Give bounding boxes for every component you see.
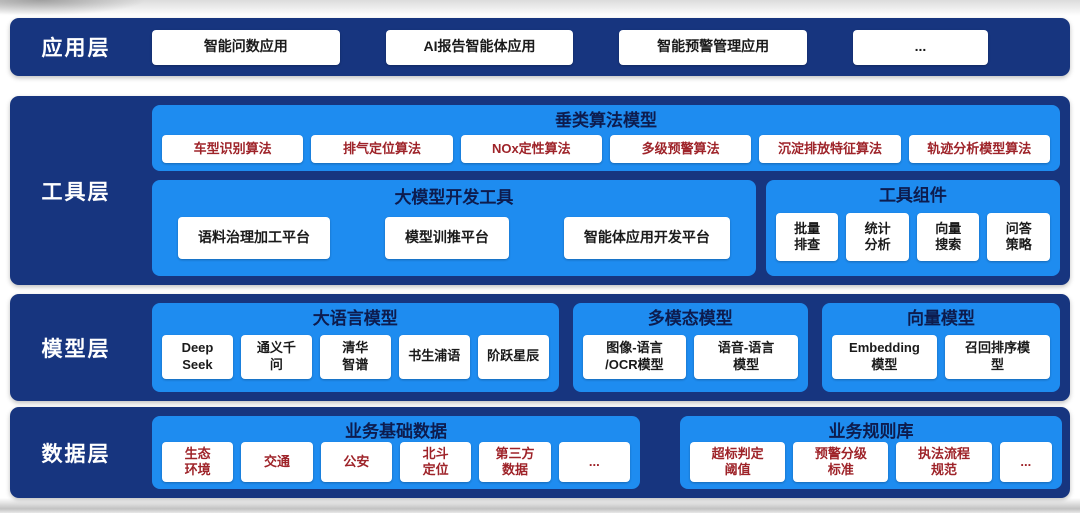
algo-box-trajectory-analysis: 轨迹分析模型算法 (908, 135, 1050, 163)
data-content: 业务基础数据 生态 环境 交通 公安 北斗 定位 第三方 数据 ... 业务规则… (142, 407, 1070, 498)
group-vector-models-title: 向量模型 (906, 309, 975, 328)
model-box-zhipu: 清华 智谱 (319, 334, 391, 379)
layer-application: 应用层 智能问数应用 AI报告智能体应用 智能预警管理应用 ... (10, 18, 1070, 76)
model-box-deepseek: Deep Seek (162, 334, 233, 379)
group-llm-dev-tools-title: 大模型开发工具 (394, 188, 514, 207)
layer-models-label: 模型层 (41, 337, 111, 361)
business-base-data-items: 生态 环境 交通 公安 北斗 定位 第三方 数据 ... (162, 442, 630, 482)
app-box-smart-qa: 智能问数应用 (152, 29, 340, 65)
llm-dev-tools-items: 语料治理加工平台 模型训推平台 智能体应用开发平台 (178, 208, 730, 268)
layer-models: 模型层 大语言模型 Deep Seek 通义千 问 清华 智谱 书生浦语 阶跃星… (10, 294, 1070, 401)
layer-data-label: 数据层 (41, 442, 111, 466)
llm-models-items: Deep Seek 通义千 问 清华 智谱 书生浦语 阶跃星辰 (162, 329, 549, 384)
model-box-speech-language: 语音-语言 模型 (694, 334, 798, 379)
group-llm-models-title: 大语言模型 (312, 309, 398, 328)
group-llm-models: 大语言模型 Deep Seek 通义千 问 清华 智谱 书生浦语 阶跃星辰 (152, 303, 559, 392)
group-tool-components: 工具组件 批量 排查 统计 分析 向量 搜索 问答 策略 (765, 180, 1060, 276)
group-business-rules-title: 业务规则库 (828, 422, 914, 441)
layer-data: 数据层 业务基础数据 生态 环境 交通 公安 北斗 定位 第三方 数据 ... … (10, 407, 1070, 498)
application-items: 智能问数应用 AI报告智能体应用 智能预警管理应用 ... (142, 18, 1070, 76)
group-business-base-data: 业务基础数据 生态 环境 交通 公安 北斗 定位 第三方 数据 ... (152, 416, 640, 489)
group-business-rules: 业务规则库 超标判定 阈值 预警分级 标准 执法流程 规范 ... (680, 416, 1062, 489)
algo-box-nox-qualitative: NOx定性算法 (460, 135, 602, 163)
component-box-vector-search: 向量 搜索 (916, 213, 980, 261)
component-box-qa-strategy: 问答 策略 (987, 213, 1051, 261)
data-box-ecology-env: 生态 环境 (162, 442, 234, 482)
group-vector-models: 向量模型 Embedding 模型 召回排序模 型 (821, 303, 1060, 392)
group-business-base-data-title: 业务基础数据 (345, 422, 447, 441)
layer-tools: 工具层 垂类算法模型 车型识别算法 排气定位算法 NOx定性算法 多级预警算法 … (10, 96, 1070, 285)
group-multimodal-models: 多模态模型 图像-语言 /OCR模型 语音-语言 模型 (572, 303, 808, 392)
group-multimodal-models-title: 多模态模型 (647, 309, 733, 328)
models-content: 大语言模型 Deep Seek 通义千 问 清华 智谱 书生浦语 阶跃星辰 多模… (142, 294, 1070, 401)
model-box-embedding: Embedding 模型 (831, 334, 937, 379)
model-box-stepfun: 阶跃星辰 (477, 334, 549, 379)
algo-box-exhaust-location: 排气定位算法 (311, 135, 453, 163)
rule-box-alert-grading: 预警分级 标准 (793, 442, 889, 482)
data-box-beidou-location: 北斗 定位 (399, 442, 472, 482)
layer-application-label: 应用层 (41, 37, 111, 60)
group-vertical-algorithms: 垂类算法模型 车型识别算法 排气定位算法 NOx定性算法 多级预警算法 沉淀排放… (152, 105, 1060, 171)
algo-box-multilevel-alert: 多级预警算法 (609, 135, 752, 163)
rule-box-ellipsis: ... (999, 442, 1053, 482)
tools-content: 垂类算法模型 车型识别算法 排气定位算法 NOx定性算法 多级预警算法 沉淀排放… (142, 96, 1070, 285)
rule-box-enforcement-process: 执法流程 规范 (896, 442, 992, 482)
multimodal-models-items: 图像-语言 /OCR模型 语音-语言 模型 (582, 329, 798, 384)
algo-box-emission-feature: 沉淀排放特征算法 (759, 135, 901, 163)
devtool-box-agent-dev-platform: 智能体应用开发平台 (563, 217, 730, 259)
component-box-statistics: 统计 分析 (846, 213, 909, 261)
data-box-traffic: 交通 (241, 442, 313, 482)
group-llm-dev-tools: 大模型开发工具 语料治理加工平台 模型训推平台 智能体应用开发平台 (152, 180, 756, 276)
vertical-algorithms-items: 车型识别算法 排气定位算法 NOx定性算法 多级预警算法 沉淀排放特征算法 轨迹… (162, 135, 1050, 163)
app-box-ai-report-agent: AI报告智能体应用 (385, 29, 574, 65)
tool-components-items: 批量 排查 统计 分析 向量 搜索 问答 策略 (775, 206, 1051, 268)
group-tool-components-title: 工具组件 (878, 186, 947, 205)
devtool-box-corpus-platform: 语料治理加工平台 (178, 217, 330, 259)
business-rules-items: 超标判定 阈值 预警分级 标准 执法流程 规范 ... (690, 442, 1053, 482)
model-box-image-language-ocr: 图像-语言 /OCR模型 (582, 334, 687, 379)
devtool-box-train-infer-platform: 模型训推平台 (384, 217, 509, 259)
model-box-rerank: 召回排序模 型 (944, 334, 1051, 379)
data-box-ellipsis: ... (558, 442, 630, 482)
model-box-internlm: 书生浦语 (398, 334, 470, 379)
algo-box-vehicle-recognition: 车型识别算法 (162, 135, 304, 163)
tools-row2: 大模型开发工具 语料治理加工平台 模型训推平台 智能体应用开发平台 工具组件 批… (152, 180, 1060, 276)
rule-box-exceed-threshold: 超标判定 阈值 (690, 442, 786, 482)
vector-models-items: Embedding 模型 召回排序模 型 (831, 329, 1051, 384)
app-box-ellipsis: ... (852, 29, 989, 65)
data-box-police: 公安 (320, 442, 392, 482)
component-box-batch-check: 批量 排查 (775, 213, 839, 261)
layer-tools-label: 工具层 (41, 180, 111, 204)
data-box-third-party: 第三方 数据 (479, 442, 551, 482)
app-box-smart-alert-mgmt: 智能预警管理应用 (619, 29, 807, 65)
group-vertical-algorithms-title: 垂类算法模型 (555, 111, 657, 130)
model-box-tongyi-qianwen: 通义千 问 (240, 334, 312, 379)
